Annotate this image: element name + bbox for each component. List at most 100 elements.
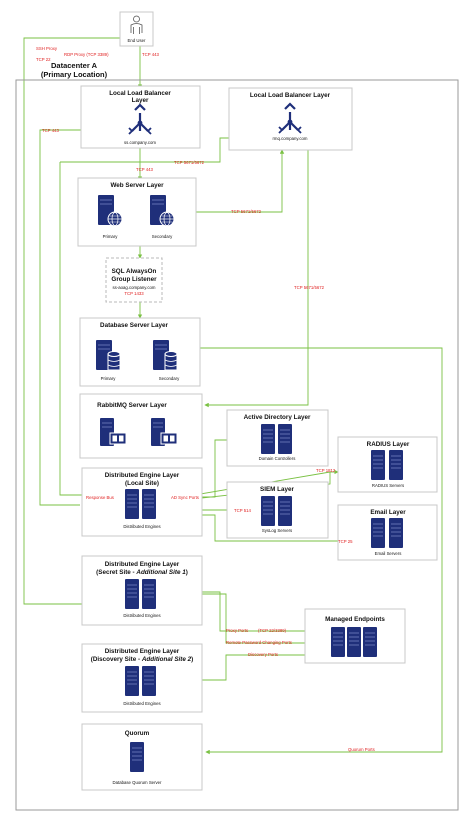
distributed-engine-secret-site[interactable]: Distributed Engine Layer (Secret Site - … [81, 555, 203, 626]
port-label-tcp22-3389: (TCP 22/3389) [258, 628, 287, 633]
email-layer[interactable]: Email Layer Email Servers [337, 504, 438, 561]
server-icon [370, 449, 386, 481]
de-discovery-caption: Distributed Engines [123, 701, 160, 706]
server-icon [141, 665, 157, 697]
llb-right-title: Local Load Balancer Layer [250, 92, 331, 99]
de-to-radius-connector-2 [164, 472, 331, 503]
ad-title: Active Directory Layer [244, 414, 311, 421]
de-discovery-title-line1: Distributed Engine Layer [105, 648, 180, 655]
server-icon [370, 517, 386, 549]
port-label-remote-password: Remote Password Changing Ports [226, 640, 292, 645]
port-label-discovery-ports: Discovery Ports [248, 652, 278, 657]
llb-right-host: rmq.company.com [272, 136, 307, 141]
web-to-rmq-lb-connector [196, 149, 285, 213]
port-label-proxy-ports: Proxy Ports [226, 628, 248, 633]
rmq-title: RabbitMQ Server Layer [97, 402, 167, 409]
port-label-tcp514: TCP 514 [234, 508, 251, 513]
port-label-rdp-proxy: RDP Proxy (TCP 3389) [64, 52, 109, 57]
user-to-secret-site-connector [23, 37, 125, 607]
web-title: Web Server Layer [110, 182, 164, 189]
de-local-title-line2: (Local Site) [125, 480, 159, 487]
db-primary-label: Primary [101, 376, 117, 381]
server-icon [260, 495, 276, 527]
port-label-ad-sync: AD Sync Ports [171, 495, 199, 500]
db-secondary-label: Secondary [159, 376, 180, 381]
port-label-tcp443-web: TCP 443 [136, 167, 153, 172]
radius-caption: RADIUS Servers [372, 483, 404, 488]
distributed-engine-local[interactable]: Distributed Engine Layer (Local Site) Di… [81, 467, 203, 537]
active-directory-layer[interactable]: Active Directory Layer Domain Controller… [226, 409, 329, 467]
datacenter-title-line1: Datacenter A [51, 61, 98, 70]
sql-host: ss-aoag.company.com [113, 285, 156, 290]
db-to-quorum-connector [200, 347, 443, 755]
de-local-title-line1: Distributed Engine Layer [105, 472, 180, 479]
port-label-response-bus: Response Bus [86, 495, 114, 500]
datacenter-title-line2: (Primary Location) [41, 70, 108, 79]
port-label-tcp22: TCP 22 [36, 57, 51, 62]
de-discovery-title-line2: (Discovery Site - Additional Site 2) [91, 656, 194, 663]
port-label-tcp5671-c: TCP 5671/5672 [294, 285, 325, 290]
web-secondary-label: Secondary [152, 234, 173, 239]
server-icon [129, 741, 145, 773]
sql-alwayson-listener[interactable]: SQL AlwaysOn Group Listener ss-aoag.comp… [105, 257, 163, 303]
server-icon [330, 626, 346, 658]
radius-layer[interactable]: RADIUS Layer RADIUS Servers [337, 436, 438, 493]
port-label-tcp443-left: TCP 443 [42, 128, 59, 133]
de-secret-title-line1: Distributed Engine Layer [105, 561, 180, 568]
llb-to-de-connector [39, 129, 96, 506]
port-label-tcp5671-a: TCP 5671/5672 [174, 160, 205, 165]
server-icon [141, 578, 157, 610]
web-server-layer[interactable]: Web Server Layer Primary Secondary [77, 177, 197, 247]
server-icon [388, 517, 404, 549]
server-icon [362, 626, 378, 658]
server-icon [346, 626, 362, 658]
llb-left-title-line2: Layer [132, 97, 149, 104]
sql-line1: SQL AlwaysOn [112, 268, 157, 275]
managed-title: Managed Endpoints [325, 616, 385, 623]
llb-left-host: ss.company.com [124, 140, 156, 145]
database-server-layer[interactable]: Database Server Layer Primary Secondary [79, 317, 201, 387]
server-icon [141, 488, 157, 520]
web-primary-label: Primary [103, 234, 119, 239]
email-caption: Email Servers [375, 551, 402, 556]
radius-title: RADIUS Layer [367, 441, 410, 448]
sql-line2: Group Listener [111, 276, 157, 283]
server-icon [124, 488, 140, 520]
distributed-engine-discovery-site[interactable]: Distributed Engine Layer (Discovery Site… [81, 643, 203, 713]
sql-port: TCP 1433 [124, 291, 144, 296]
rabbitmq-server-layer[interactable]: RabbitMQ Server Layer [79, 393, 203, 459]
siem-caption: SysLog Servers [262, 528, 292, 533]
datacenter-boundary [15, 79, 459, 811]
de-secret-title-line2: (Secret Site - Additional Site 1) [96, 569, 188, 576]
server-icon [277, 423, 293, 455]
managed-endpoints[interactable]: Managed Endpoints [304, 608, 406, 664]
port-label-tcp443-top: TCP 443 [142, 52, 159, 57]
ad-caption: Domain Controllers [259, 456, 296, 461]
port-label-tcp25: TCP 25 [338, 539, 353, 544]
quorum-title: Quorum [125, 730, 150, 737]
rmq-lb-to-rmq-connector [204, 150, 309, 408]
server-icon [388, 449, 404, 481]
db-title: Database Server Layer [100, 322, 168, 329]
port-label-tcp1812: TCP 1812 [316, 468, 336, 473]
quorum-layer[interactable]: Quorum Database Quorum Server [81, 723, 203, 791]
email-title: Email Layer [370, 509, 406, 516]
end-user-label: End User [128, 38, 146, 43]
port-label-quorum-ports: Quorum Ports [348, 747, 375, 752]
end-user-node[interactable]: End User [119, 11, 154, 47]
server-icon [124, 578, 140, 610]
server-icon [277, 495, 293, 527]
de-secret-caption: Distributed Engines [123, 613, 160, 618]
de-local-caption: Distributed Engines [123, 524, 160, 529]
quorum-caption: Database Quorum Server [113, 780, 163, 785]
siem-title: SIEM Layer [260, 486, 294, 493]
server-icon [124, 665, 140, 697]
port-label-tcp5671-b: TCP 5671/5672 [231, 209, 262, 214]
server-icon [260, 423, 276, 455]
port-label-ssh-proxy: SSH Proxy [36, 46, 58, 51]
llb-left-title-line1: Local Load Balancer [109, 90, 171, 97]
local-load-balancer-right[interactable]: Local Load Balancer Layer rmq.company.co… [228, 87, 353, 151]
local-load-balancer-left[interactable]: Local Load Balancer Layer ss.company.com [80, 85, 201, 149]
siem-layer[interactable]: SIEM Layer SysLog Servers [226, 481, 329, 539]
